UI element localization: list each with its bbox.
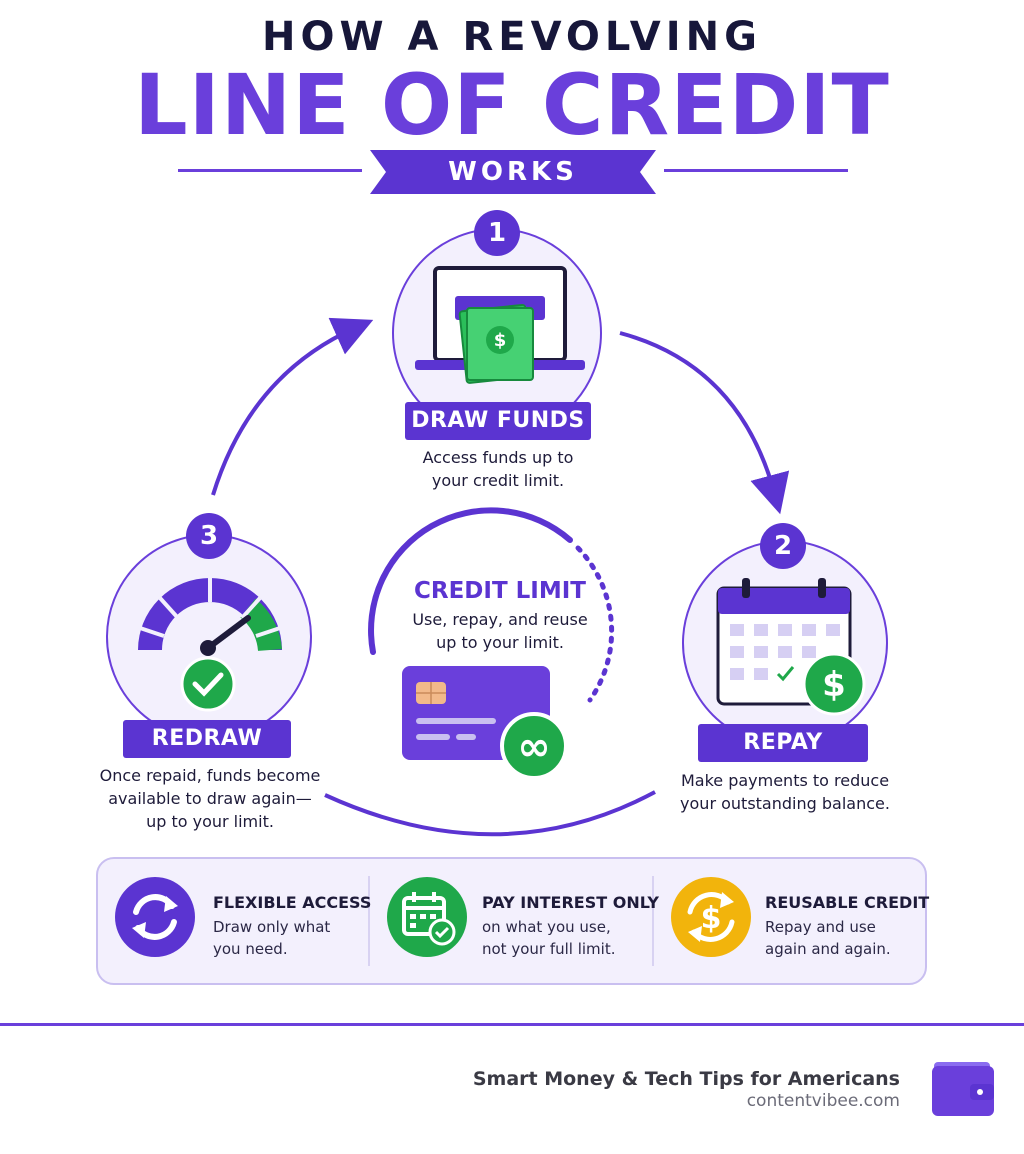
dollar-cycle-icon: $: [671, 877, 751, 957]
step-3-description: Once repaid, funds become available to d…: [99, 766, 321, 831]
feature-1-title: FLEXIBLE ACCESS: [213, 893, 372, 912]
calendar-dollar-icon: $: [716, 578, 866, 716]
step-3-label: REDRAW: [123, 720, 291, 758]
title-rule-right: [664, 169, 848, 172]
feature-2-title: PAY INTEREST ONLY: [482, 893, 659, 912]
feature-3-title: REUSABLE CREDIT: [765, 893, 930, 912]
step-1-description: Access funds up to your credit limit.: [422, 448, 574, 490]
title-line-2: LINE OF CREDIT: [134, 56, 890, 154]
refresh-icon: [115, 877, 195, 957]
svg-text:$: $: [494, 330, 507, 351]
credit-ring-dotted: [575, 545, 615, 703]
ribbon-banner: [370, 150, 656, 194]
cycle-arrows: [211, 317, 790, 837]
step-1-label: DRAW FUNDS: [405, 402, 591, 440]
footer-rule: [0, 1023, 1024, 1026]
credit-ring-solid: [368, 507, 573, 655]
feature-2-description: on what you use, not your full limit.: [482, 918, 616, 958]
credit-limit-title: CREDIT LIMIT: [414, 578, 586, 604]
calendar-check-icon: [387, 877, 467, 957]
svg-text:$: $: [822, 665, 846, 705]
wallet-icon: [932, 1062, 994, 1116]
feature-divider-2: [652, 876, 654, 966]
footer-url[interactable]: contentvibee.com: [746, 1091, 900, 1111]
arrow-draw-to-repay: [619, 331, 790, 515]
step-2-description: Make payments to reduce your outstanding…: [680, 771, 890, 813]
feature-divider-1: [368, 876, 370, 966]
credit-limit-description: Use, repay, and reuse up to your limit.: [412, 610, 588, 652]
step-3-number: 3: [186, 513, 232, 559]
credit-card-infinity-icon: ∞: [402, 666, 568, 780]
title-rule-left: [178, 169, 362, 172]
ribbon-text: WORKS: [448, 157, 578, 187]
laptop-cash-icon: $: [415, 266, 585, 384]
step-2-label: REPAY: [698, 724, 868, 762]
gauge-check-icon: [138, 574, 282, 712]
feature-1-description: Draw only what you need.: [213, 918, 331, 958]
step-1-number: 1: [474, 210, 520, 256]
footer-tagline: Smart Money & Tech Tips for Americans: [472, 1068, 900, 1090]
step-2-number: 2: [760, 523, 806, 569]
feature-3-description: Repay and use again and again.: [765, 918, 891, 958]
svg-text:$: $: [701, 901, 722, 936]
title-line-1: HOW A REVOLVING: [262, 14, 762, 60]
features-panel: [96, 857, 927, 985]
svg-text:∞: ∞: [517, 724, 550, 770]
arrow-redraw-to-draw: [211, 317, 374, 496]
arrow-repay-to-redraw: [324, 790, 656, 837]
